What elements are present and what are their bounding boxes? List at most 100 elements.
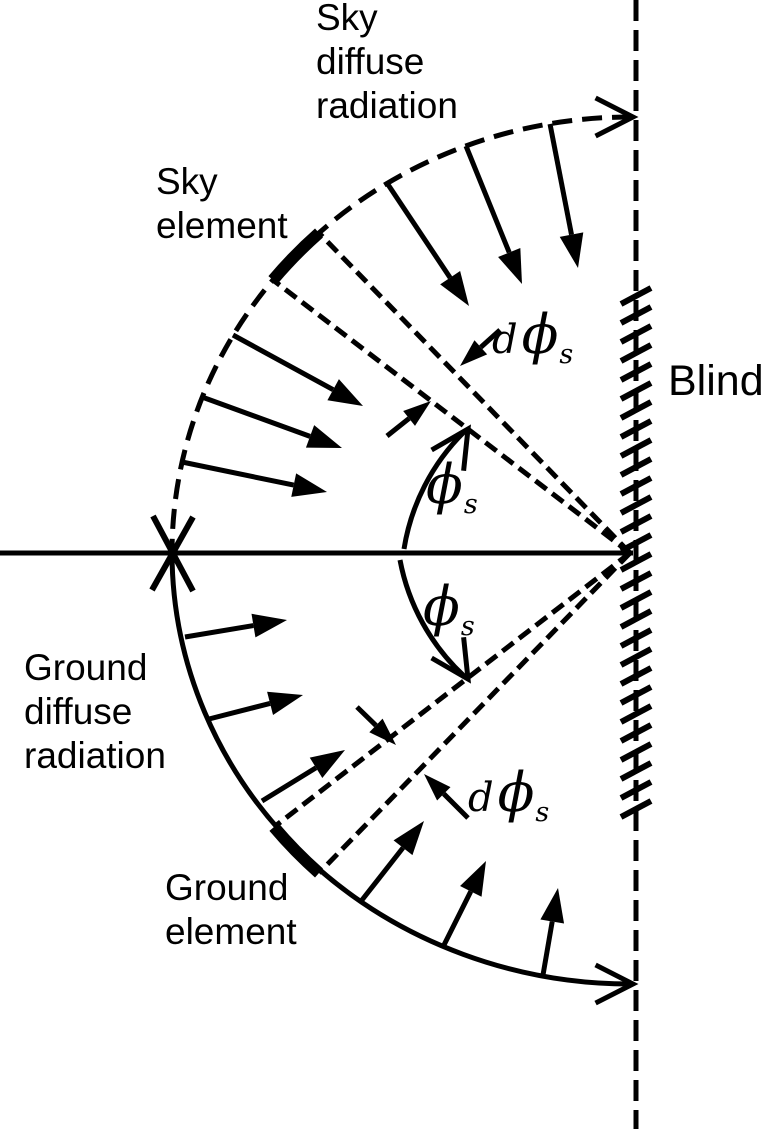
generated-arrows-and-hatching [181,95,653,1006]
blind-hatch-mark [619,703,653,725]
radiation-arrow-head [291,473,327,497]
blind-hatch-mark [619,722,653,744]
label-line: Sky [316,0,378,38]
blind-hatch-mark [619,589,653,611]
radiation-arrow-line [231,332,335,392]
radiation-arrow-head [498,247,522,284]
label-line: radiation [24,735,166,776]
phi-subscript: s [460,611,475,642]
phi-subscript: s [559,339,574,370]
radiation-arrow-head [309,750,345,779]
radiation-arrow-head [327,379,363,406]
radiation-arrow-line [384,181,453,280]
radiation-arrow-head [267,691,303,716]
radiation-arrow-line [440,890,474,949]
blind-hatch-mark [619,646,653,668]
phi-s-label-lower: ϕs [423,580,475,643]
blind-hatch-mark [619,532,653,554]
phi-subscript: s [535,797,550,828]
phi-angle-arc-lower [397,559,466,678]
radiation-arrow-line [540,921,555,976]
dphi-pointer-arrow-head [403,401,431,426]
label-line: Ground [24,647,148,688]
blind-hatch-mark [619,418,653,440]
blind-hatch-mark [619,551,653,573]
label-line: diffuse [316,41,425,82]
blind-hatch-mark [619,361,653,383]
blind-hatch-mark [619,779,653,801]
sky-diffuse-radiation-label: Sky diffuse radiation [316,0,458,128]
d-phi-s-label-upper: dϕs [492,308,574,371]
ground-element-label: Ground element [165,866,297,954]
radiation-arrow-line [463,145,512,254]
sky-arc-end-arrowhead [594,95,639,139]
radiation-arrow-head [440,271,469,306]
radiation-arrow-head [559,232,584,268]
label-line: element [156,205,288,246]
blind-hatch-mark [619,627,653,649]
blind-hatch-mark [619,342,653,364]
blind-hatch-mark [619,608,653,630]
dphi-pointer-arrow-line [355,705,378,728]
phi-symbol: ϕ [521,303,559,366]
phi-angle-arc-upper [401,430,466,550]
dphi-pointer-arrow-head [424,774,451,801]
blind-hatch-mark [619,304,653,326]
blind-hatch-mark [619,741,653,763]
phi-subscript: s [463,489,478,520]
blind-hatch-mark [619,760,653,782]
blind-hatch-mark [619,399,653,421]
dphi-pointer-arrow-line [479,328,502,350]
radiation-arrow-line [208,700,271,722]
radiation-arrow-line [184,623,254,640]
sky-arc [169,114,633,554]
label-line: Sky [156,161,218,202]
phi-s-label-upper: ϕs [426,458,478,521]
radiation-arrow-head [540,888,565,924]
radiation-arrow-head [305,425,342,448]
phi-arc-arrowhead-lower [430,636,471,684]
label-line: element [165,911,297,952]
ground-diffuse-radiation-label: Ground diffuse radiation [24,646,166,778]
label-line: diffuse [24,691,133,732]
d-phi-s-label-lower: dϕs [468,766,550,829]
differential-symbol: d [492,317,518,363]
blind-hatch-mark [619,513,653,535]
radiation-arrow-line [260,765,318,804]
phi-arc-arrowhead-upper [430,424,471,472]
differential-symbol: d [468,775,494,821]
blind-hatch-mark [619,437,653,459]
radiation-arrow-line [547,123,574,236]
dphi-pointer-arrow-line [385,416,411,438]
blind-hatch-mark [619,285,653,307]
label-line: radiation [316,85,458,126]
blind-hatch-mark [619,684,653,706]
phi-symbol: ϕ [423,575,460,638]
radiation-arrow-line [181,459,295,488]
sky-element-label: Sky element [156,160,288,248]
sky-wedge-lower-line [271,278,632,555]
blind-hatch-mark [619,570,653,592]
dphi-pointer-arrow-head [460,340,488,366]
radiation-arrow-head [393,821,424,856]
blind-hatch-mark [619,323,653,345]
label-line: Ground [165,867,289,908]
blind-hatch-mark [619,494,653,516]
dphi-pointer-arrow-line [442,792,470,820]
dphi-pointer-arrow-head [369,718,396,745]
radiation-arrow-line [360,846,405,902]
blind-hatch-mark [619,456,653,478]
phi-symbol: ϕ [497,761,535,824]
ground-wedge-upper-line [272,551,632,829]
sky-wedge-upper-line [317,231,632,555]
blind-hatch-mark [619,798,653,820]
phi-symbol: ϕ [426,453,463,516]
radiation-arrow-head [460,861,486,897]
radiation-arrow-head [251,613,287,638]
blind-hatch-mark [619,665,653,687]
ground-arc-end-arrowhead [594,962,639,1006]
blind-hatch-mark [619,380,653,402]
blind-label: Blind [668,357,764,405]
